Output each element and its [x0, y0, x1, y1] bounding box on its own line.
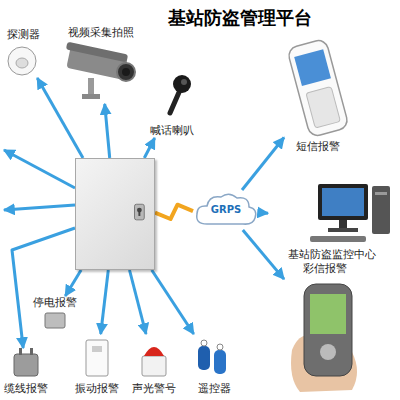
power-alarm-icon	[45, 313, 65, 328]
mms-phone-icon	[291, 284, 357, 392]
side-arrow	[4, 150, 75, 188]
arrow-connector	[12, 228, 75, 348]
node-label: 探测器	[7, 28, 40, 42]
alarm-node: 短信报警	[284, 36, 352, 154]
arrow-connector	[152, 270, 194, 334]
remote-icon	[198, 340, 226, 374]
device-node: 喊话喇叭	[142, 72, 202, 138]
lightning-link	[155, 205, 193, 219]
network-cloud: GRPS	[193, 190, 259, 230]
device-node: 遥控器	[188, 334, 240, 396]
node-label: 停电报警	[33, 296, 77, 310]
computer-icon	[310, 184, 390, 242]
controller-box	[75, 158, 155, 270]
device-node: 声光警号	[128, 334, 180, 396]
node-label: 彩信报警	[303, 262, 347, 276]
device-node: 停电报警	[28, 296, 82, 330]
vibration-icon	[86, 340, 108, 376]
camera-icon	[66, 42, 135, 99]
arrow-connector	[105, 104, 110, 158]
node-label: 基站防盗监控中心	[288, 248, 376, 262]
network-label: GRPS	[211, 203, 241, 217]
diagram-title: 基站防盗管理平台	[140, 6, 340, 30]
node-label: 缆线报警	[4, 382, 48, 396]
arrow-connector	[242, 138, 284, 191]
detector-icon	[8, 47, 36, 75]
siren-icon	[142, 347, 166, 376]
monitor-center-node: 基站防盗监控中心	[268, 174, 396, 262]
arrow-connector	[144, 138, 154, 158]
alarm-node: 彩信报警	[284, 262, 366, 394]
node-label: 喊话喇叭	[150, 124, 194, 138]
arrow-connector	[37, 78, 83, 158]
side-arrow	[4, 205, 75, 210]
arrow-connector	[259, 211, 268, 215]
arrow-connector	[101, 270, 109, 334]
device-node: 探测器	[2, 28, 44, 78]
node-label: 遥控器	[198, 382, 231, 396]
plug-icon	[14, 348, 38, 376]
detector-lens	[16, 58, 28, 68]
lock-icon	[76, 159, 154, 269]
arrow-connector	[243, 230, 284, 279]
phone-icon	[287, 38, 349, 137]
arrow-connector	[65, 270, 81, 296]
microphone-icon	[170, 75, 191, 113]
arrow-connector	[130, 270, 147, 334]
device-node: 振动报警	[70, 334, 124, 396]
device-node: 视频采集拍照	[56, 26, 146, 104]
node-label: 短信报警	[296, 140, 340, 154]
node-label: 振动报警	[75, 382, 119, 396]
device-node: 缆线报警	[0, 348, 52, 396]
node-label: 视频采集拍照	[68, 26, 134, 40]
vibration-detail	[92, 346, 102, 352]
node-label: 声光警号	[132, 382, 176, 396]
